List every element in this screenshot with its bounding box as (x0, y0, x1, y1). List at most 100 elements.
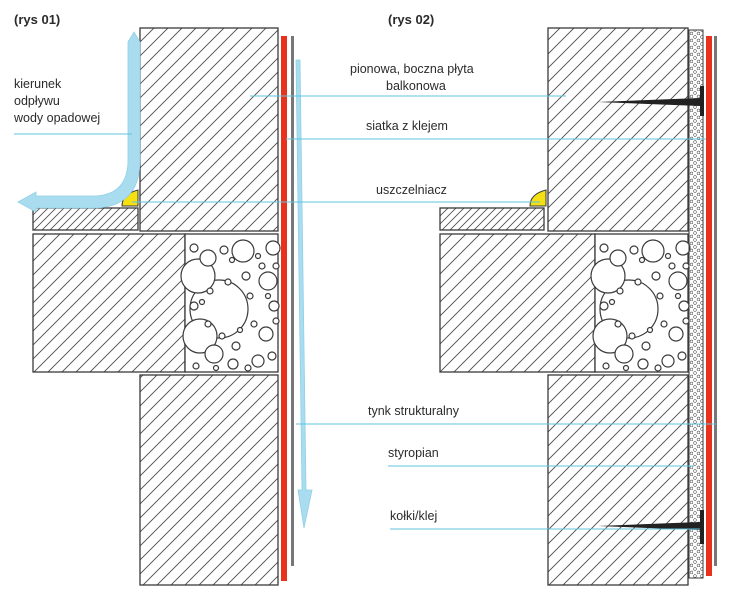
aggregate-bubble (641, 341, 651, 351)
aggregate-bubble (682, 262, 690, 270)
aggregate-bubble (189, 301, 199, 311)
aggregate-bubble (192, 362, 200, 370)
aggregate-bubble (654, 364, 662, 372)
aggregate-bubble (638, 256, 646, 264)
aggregate-bubble (668, 271, 688, 291)
lower-wall-fig2 (547, 374, 689, 586)
anchor-nail-icon-lower (598, 510, 704, 544)
drainage-label-line1: kierunek (14, 77, 62, 91)
aggregate-bubble (241, 271, 251, 281)
label-plate-line1: pionowa, boczna płyta (350, 62, 474, 76)
label-anchors: kołki/klej (390, 509, 437, 523)
aggregate-bubble (590, 258, 626, 294)
aggregate-bubble (668, 262, 676, 270)
aggregate-bubble (218, 332, 226, 340)
red-membrane-fig2 (706, 36, 712, 576)
aggregate-bubble (246, 292, 254, 300)
aggregate-bubble (682, 317, 690, 325)
aggregate-bubble (212, 364, 220, 372)
aggregate-bubble (622, 364, 630, 372)
figure-rys-02: (rys 02) (388, 12, 717, 586)
aggregate-bubble (265, 240, 281, 256)
aggregate-bubble (204, 320, 212, 328)
aggregate-bubble (602, 362, 610, 370)
aggregate-bubble (258, 271, 278, 291)
aggregate-bubble (660, 320, 668, 328)
sealant-fig2 (529, 189, 547, 207)
water-flow-arrow-icon (17, 31, 141, 213)
upper-wall-fig2 (547, 27, 689, 232)
aggregate-bubble (272, 317, 280, 325)
aggregate-bubble (231, 239, 255, 263)
aggregate-bubble (236, 326, 244, 334)
insulation-bubbles-fig1 (180, 239, 281, 372)
aggregate-bubble (628, 332, 636, 340)
aggregate-bubble (199, 249, 217, 267)
anchor-nail-icon (598, 86, 704, 116)
aggregate-bubble (641, 239, 665, 263)
label-sealant: uszczelniacz (376, 183, 447, 197)
aggregate-bubble (599, 301, 609, 311)
balcony-step-fig1 (32, 207, 139, 231)
aggregate-bubble (599, 243, 609, 253)
aggregate-bubble (267, 351, 277, 361)
lower-wall-fig1 (139, 374, 279, 586)
aggregate-bubble (206, 287, 214, 295)
aggregate-bubble (189, 243, 199, 253)
aggregate-bubble (678, 300, 690, 312)
aggregate-bubble (244, 364, 252, 372)
fig2-title: (rys 02) (388, 12, 434, 27)
aggregate-bubble (272, 262, 280, 270)
aggregate-bubble (616, 287, 624, 295)
floor-slab-fig2 (439, 233, 596, 373)
aggregate-bubble (614, 344, 634, 364)
aggregate-bubble (250, 320, 258, 328)
aggregate-bubble (668, 326, 684, 342)
aggregate-bubble (651, 271, 661, 281)
aggregate-bubble (198, 298, 206, 306)
render-layer-fig2 (714, 36, 717, 566)
aggregate-bubble (609, 249, 627, 267)
label-plaster: tynk strukturalny (368, 404, 460, 418)
aggregate-bubble (251, 354, 265, 368)
aggregate-bubble (228, 256, 236, 264)
aggregate-bubble (634, 278, 642, 286)
styrofoam-layer-fig2 (688, 29, 704, 579)
aggregate-bubble (646, 326, 654, 334)
aggregate-bubble (677, 351, 687, 361)
balcony-step-fig2 (439, 207, 545, 231)
aggregate-bubble (224, 278, 232, 286)
upper-wall-fig1 (139, 27, 279, 232)
aggregate-bubble (254, 252, 262, 260)
floor-slab-fig1 (32, 233, 186, 373)
aggregate-bubble (258, 326, 274, 342)
drainage-label-line3: wody opadowej (13, 111, 100, 125)
aggregate-bubble (227, 358, 239, 370)
render-layer-fig1 (291, 36, 294, 566)
label-plate-line2: balkonowa (386, 79, 446, 93)
aggregate-bubble (661, 354, 675, 368)
aggregate-bubble (180, 258, 216, 294)
aggregate-bubble (674, 292, 682, 300)
aggregate-bubble (231, 341, 241, 351)
downflow-arrow-icon (295, 59, 313, 529)
aggregate-bubble (264, 292, 272, 300)
drainage-label-line2: odpływu (14, 94, 60, 108)
aggregate-bubble (258, 262, 266, 270)
labels: pionowa, boczna płyta balkonowa siatka z… (132, 62, 716, 530)
fig1-title: (rys 01) (14, 12, 60, 27)
aggregate-bubble (664, 252, 672, 260)
aggregate-bubble (608, 298, 616, 306)
label-mesh: siatka z klejem (366, 119, 448, 133)
aggregate-bubble (204, 344, 224, 364)
aggregate-bubble (219, 245, 229, 255)
aggregate-bubble (656, 292, 664, 300)
aggregate-bubble (675, 240, 691, 256)
label-styrofoam: styropian (388, 446, 439, 460)
aggregate-bubble (629, 245, 639, 255)
red-membrane-fig1 (281, 36, 287, 581)
insulation-bubbles-fig2 (590, 239, 691, 372)
figure-rys-01: (rys 01) kierunek odpływu wody opadowej (13, 12, 313, 586)
